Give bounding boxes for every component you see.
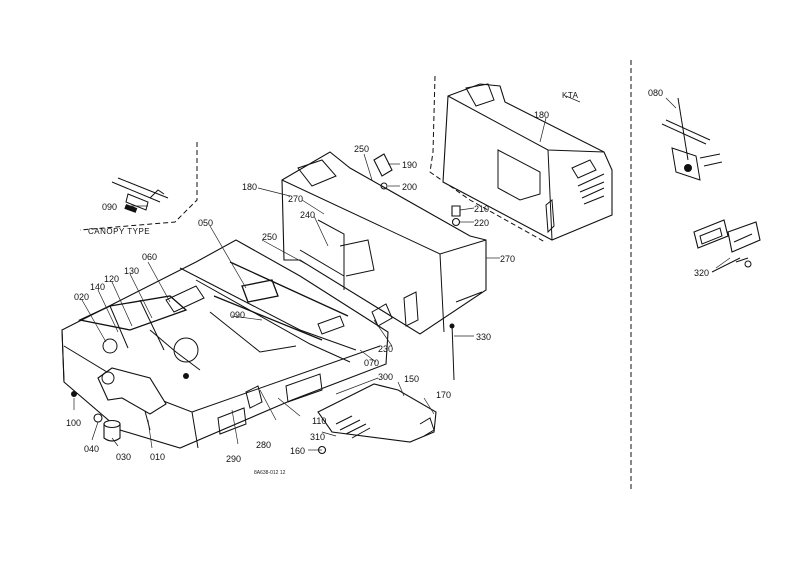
label-250-b: 250 bbox=[354, 144, 369, 154]
label-180-b: 180 bbox=[534, 110, 549, 120]
label-320: 320 bbox=[694, 268, 709, 278]
step-plate bbox=[317, 383, 437, 443]
label-300: 300 bbox=[378, 372, 393, 382]
label-100: 100 bbox=[66, 418, 81, 428]
fasteners bbox=[317, 153, 461, 455]
label-140: 140 bbox=[90, 282, 105, 292]
label-290: 290 bbox=[226, 454, 241, 464]
label-180-a: 180 bbox=[242, 182, 257, 192]
label-250-a: 250 bbox=[262, 232, 277, 242]
label-280: 280 bbox=[256, 440, 271, 450]
drawing-code: 8A638-012 12 bbox=[254, 470, 286, 476]
seat-support-frame bbox=[281, 151, 487, 335]
label-190: 190 bbox=[402, 160, 417, 170]
leader-lines bbox=[73, 95, 731, 451]
label-110: 110 bbox=[312, 416, 326, 426]
detail-320 bbox=[693, 219, 761, 273]
label-060: 060 bbox=[142, 252, 157, 262]
canopy-type-inset bbox=[79, 142, 198, 231]
label-270-b: 270 bbox=[500, 254, 515, 264]
label-160: 160 bbox=[290, 446, 305, 456]
label-270-a: 270 bbox=[288, 194, 303, 204]
label-150: 150 bbox=[404, 374, 419, 384]
label-040: 040 bbox=[84, 444, 99, 454]
label-330: 330 bbox=[476, 332, 491, 342]
label-080: 080 bbox=[648, 88, 663, 98]
label-170: 170 bbox=[436, 390, 451, 400]
label-130: 130 bbox=[124, 266, 139, 276]
label-240: 240 bbox=[300, 210, 315, 220]
label-310: 310 bbox=[310, 432, 325, 442]
kta-inset bbox=[429, 75, 613, 243]
label-090-b: 090 bbox=[230, 310, 245, 320]
canopy-type-annotation: CANOPY TYPE bbox=[88, 227, 150, 236]
detail-080 bbox=[661, 97, 723, 181]
label-120: 120 bbox=[104, 274, 119, 284]
label-090-a: 090 bbox=[102, 202, 117, 212]
part-labels: 020 140 120 130 060 050 090 180 250 270 … bbox=[66, 88, 709, 464]
label-050: 050 bbox=[198, 218, 213, 228]
kta-annotation: KTA bbox=[562, 91, 579, 100]
label-230: 230 bbox=[378, 344, 393, 354]
label-010: 010 bbox=[150, 452, 165, 462]
label-210: 210 bbox=[474, 204, 489, 214]
label-030: 030 bbox=[116, 452, 131, 462]
label-220: 220 bbox=[474, 218, 489, 228]
label-020: 020 bbox=[74, 292, 89, 302]
label-200: 200 bbox=[402, 182, 417, 192]
label-070: 070 bbox=[364, 358, 379, 368]
